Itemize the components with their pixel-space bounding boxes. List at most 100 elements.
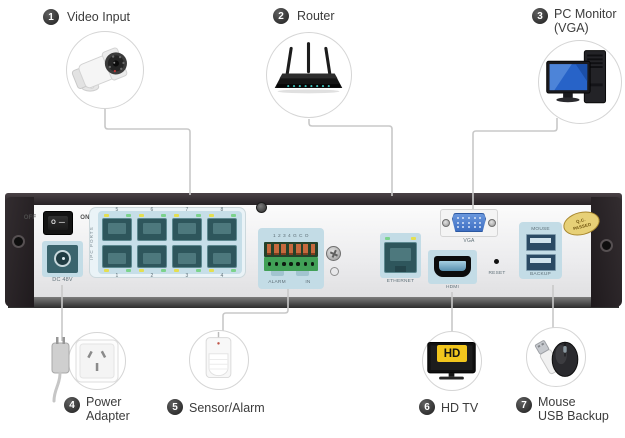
terminal-tab [271, 271, 284, 276]
port-number: 3 [185, 273, 189, 279]
led-yellow-icon [104, 214, 109, 217]
rj45-contacts [213, 253, 231, 264]
callout-badge-1: 1 [43, 9, 59, 25]
rj45-port [206, 244, 239, 273]
led-green-icon [196, 214, 201, 217]
port-number: 8 [220, 207, 224, 213]
rj45-jack [172, 245, 202, 268]
power-adapter-label: Power Adapter [86, 395, 130, 423]
usb-tongue [530, 258, 551, 263]
rj45-port [136, 213, 169, 242]
hd-logo: HD [437, 345, 467, 362]
terminal-hole [310, 262, 315, 266]
led-green-icon [196, 269, 201, 272]
alarm-pin-strip [264, 242, 318, 257]
device-circle-sensor [189, 330, 249, 390]
callout-badge-7: 7 [516, 397, 532, 413]
rj45-contacts [108, 253, 126, 264]
terminal-hole [282, 262, 286, 266]
mouse-usb-label: MOUSE [531, 227, 550, 232]
terminal-pin [310, 244, 316, 255]
led-yellow-icon [209, 269, 214, 272]
mouse-usb-label-line1: Mouse [538, 395, 576, 409]
backup-usb-label: BACKUP [530, 272, 551, 277]
callout-badge-2: 2 [273, 8, 289, 24]
callout-badge-3: 3 [532, 8, 548, 24]
video-input-label: Video Input [67, 10, 131, 24]
terminal-pin [296, 244, 301, 255]
reset-label: RESET [488, 271, 506, 276]
panel-top-strip [5, 193, 622, 206]
callout-badge-5: 5 [167, 399, 183, 415]
led-green-icon [161, 269, 166, 272]
rj45-jack [102, 218, 132, 241]
led-green-icon [231, 269, 236, 272]
screw-icon [488, 219, 496, 227]
pc-monitor-label-line1: PC Monitor [554, 7, 617, 21]
rj45-tab [395, 266, 406, 272]
led-yellow-icon [411, 237, 416, 240]
rj45-contacts [108, 223, 126, 234]
panel-bottom-strip [8, 297, 619, 308]
rj45-contacts [213, 223, 231, 234]
vga-pin-row [453, 216, 485, 219]
pc-monitor-illustration [546, 50, 607, 104]
badge-number: 3 [537, 10, 543, 22]
alarm-connector-block [264, 257, 318, 271]
vga-pin-row [453, 221, 485, 224]
pc-monitor-label: PC Monitor (VGA) [554, 7, 617, 35]
terminal-pin [288, 244, 294, 255]
device-circle-camera [66, 31, 144, 109]
badge-number: 5 [172, 401, 178, 413]
alarm-header: 1 2 3 4 G C O [272, 234, 310, 239]
led-green-icon [126, 269, 131, 272]
rj45-contacts [143, 253, 161, 264]
rj45-jack [137, 218, 167, 241]
led-green-icon [161, 214, 166, 217]
rj45-jack [172, 218, 202, 241]
usb-port-mouse [526, 234, 556, 251]
terminal-hole [296, 262, 300, 266]
rj45-contacts [390, 248, 411, 261]
rj45-port [136, 244, 169, 273]
port-number: 4 [220, 273, 224, 279]
switch-mark-i: — [58, 220, 65, 226]
port-number: 5 [115, 207, 119, 213]
rj45-port [171, 244, 204, 273]
rj45-port [206, 213, 239, 242]
usb-tongue [530, 238, 551, 243]
usb-port-backup [526, 254, 556, 271]
pc-monitor-label-line2: (VGA) [554, 21, 589, 35]
rj45-contacts [178, 253, 196, 264]
power-switch: O — [43, 211, 73, 235]
power-adapter-label-line2: Adapter [86, 409, 130, 423]
hdmi-slot [439, 261, 466, 271]
mouse-usb-label: Mouse USB Backup [538, 395, 609, 423]
port-number: 7 [185, 207, 189, 213]
hd-tv-label: HD TV [441, 401, 479, 415]
device-circle-pc [538, 40, 622, 124]
terminal-hole [274, 262, 279, 266]
hdmi-label: HDMI [445, 285, 460, 290]
badge-number: 7 [521, 399, 527, 411]
port-number: 6 [150, 207, 154, 213]
mount-ear-left [5, 197, 34, 307]
rj45-jack [137, 245, 167, 268]
led-yellow-icon [104, 269, 109, 272]
mouse-usb-illustration [534, 340, 579, 377]
rj45-port [171, 213, 204, 242]
router-illustration [274, 42, 343, 94]
switch-on-label: ON [80, 215, 90, 221]
callout-badge-6: 6 [419, 399, 435, 415]
terminal-pin [303, 244, 308, 255]
led-green-icon [231, 214, 236, 217]
rj45-port [101, 213, 134, 242]
terminal-hole [303, 262, 308, 266]
rj45-contacts [143, 223, 161, 234]
power-switch-rocker: O — [48, 216, 68, 230]
terminal-pin [266, 244, 272, 255]
led-yellow-icon [174, 214, 179, 217]
alarm-label: ALARM [268, 280, 286, 285]
